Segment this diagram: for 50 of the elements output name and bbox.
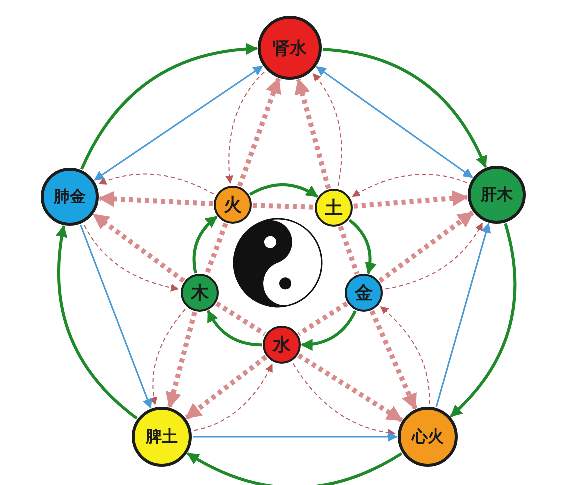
arrow xyxy=(56,225,138,420)
connector-line xyxy=(216,302,266,336)
arrow xyxy=(354,190,469,209)
arrow xyxy=(98,191,214,208)
arrow xyxy=(166,312,198,409)
arrow xyxy=(187,452,403,485)
connector-line xyxy=(338,226,360,275)
arrow xyxy=(226,72,266,184)
arrow xyxy=(316,66,474,178)
arrow xyxy=(322,48,488,168)
element-circle: 火 xyxy=(214,186,252,224)
arrow xyxy=(312,73,342,187)
connector-line xyxy=(298,302,348,336)
arrow xyxy=(348,219,376,275)
arrow xyxy=(193,432,398,442)
arrow xyxy=(378,210,474,284)
arrow xyxy=(249,183,318,198)
arrow xyxy=(300,310,357,351)
arrow xyxy=(436,222,492,408)
element-circle: 木 xyxy=(181,274,219,312)
arrow xyxy=(207,310,262,347)
arrow xyxy=(292,363,396,437)
element-circle: 脾土 xyxy=(132,407,192,467)
arrow xyxy=(92,212,186,284)
arrow xyxy=(385,222,483,290)
element-circle: 金 xyxy=(345,274,383,312)
arrow xyxy=(298,354,404,423)
arrow xyxy=(80,44,258,170)
arrow xyxy=(84,225,180,292)
arrow xyxy=(237,78,282,188)
element-circle: 肾水 xyxy=(258,16,322,80)
arrow xyxy=(150,309,186,406)
arrow xyxy=(80,224,152,409)
arrow xyxy=(370,310,418,410)
arrow xyxy=(294,78,332,190)
arrow xyxy=(94,66,264,181)
element-circle: 心火 xyxy=(398,407,458,467)
arrow xyxy=(194,364,273,432)
element-circle: 肝木 xyxy=(468,166,526,224)
element-circle: 肺金 xyxy=(41,168,99,226)
arrow xyxy=(450,223,517,418)
connector-line xyxy=(204,222,228,276)
connector-line xyxy=(252,203,314,210)
element-circle: 土 xyxy=(315,189,353,227)
arrow xyxy=(98,174,214,195)
arrow xyxy=(185,355,268,420)
element-circle: 水 xyxy=(263,326,301,364)
arrow xyxy=(380,306,430,405)
arrow xyxy=(192,216,218,274)
arrow xyxy=(352,174,468,198)
